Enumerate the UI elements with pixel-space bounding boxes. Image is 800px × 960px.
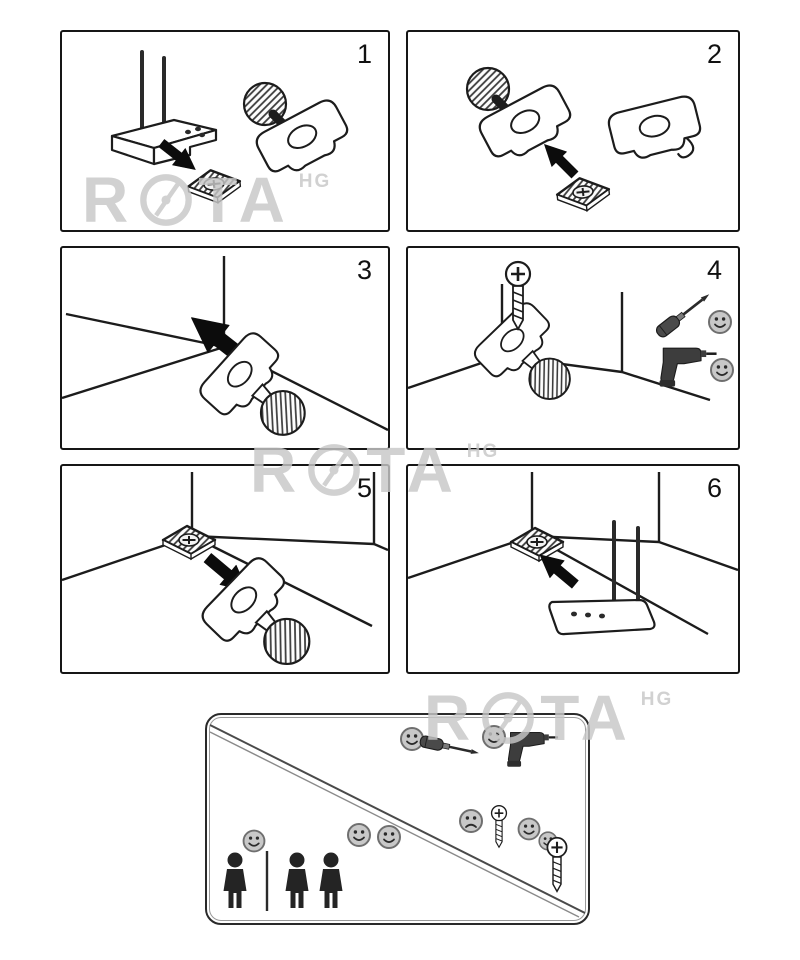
clamp-bracket-icon	[607, 94, 707, 173]
smiley-icon	[482, 725, 506, 749]
step-1-illustration	[110, 50, 388, 207]
step-number: 6	[706, 473, 722, 503]
diagonal-divider-line	[209, 731, 580, 918]
screw-icon	[490, 804, 508, 849]
mounting-plate-icon	[185, 166, 244, 207]
knob-bolt-icon	[471, 299, 592, 420]
mounting-plate-icon	[161, 524, 217, 561]
sad-face-icon	[459, 809, 483, 833]
step-5-illustration	[62, 472, 388, 672]
arrow-icon	[536, 136, 583, 183]
screw-icon	[546, 836, 568, 893]
smiley-icon	[708, 310, 732, 334]
drill-icon	[506, 731, 560, 768]
step-panel-4: 4	[406, 246, 740, 450]
smiley-icon	[517, 817, 541, 841]
mounting-plate-icon	[554, 174, 613, 215]
screwdriver-icon	[653, 288, 715, 341]
step-number: 2	[706, 39, 722, 69]
mounting-plate-icon	[509, 526, 565, 563]
step-6-illustration	[408, 472, 738, 637]
screwdriver-icon	[417, 733, 482, 760]
step-number: 4	[706, 255, 722, 285]
smiley-icon	[242, 829, 266, 853]
usage-note-illustration	[209, 724, 586, 918]
step-number: 5	[356, 473, 372, 503]
step-panel-5: 5	[60, 464, 390, 674]
step-3-illustration	[62, 256, 388, 448]
person-icon	[223, 852, 247, 908]
step-panel-2: 2	[406, 30, 740, 232]
usage-note-panel	[205, 713, 590, 925]
step-2-illustration	[408, 32, 738, 215]
step-number: 3	[356, 255, 372, 285]
watermark-suffix: HG	[640, 689, 674, 710]
diagonal-divider-line	[209, 724, 586, 914]
smiley-icon	[400, 727, 424, 751]
drill-icon	[658, 346, 718, 388]
knob-bolt-icon	[244, 83, 354, 182]
step-panel-3: 3	[60, 246, 390, 450]
smiley-icon	[347, 823, 371, 847]
step-number: 1	[356, 39, 372, 69]
step-panel-6: 6	[406, 464, 740, 674]
person-icon	[319, 852, 343, 908]
step-4-illustration	[408, 260, 734, 448]
smiley-icon	[710, 358, 734, 382]
step-panel-1: 1	[60, 30, 390, 232]
person-icon	[285, 852, 309, 908]
smiley-icon	[377, 825, 401, 849]
